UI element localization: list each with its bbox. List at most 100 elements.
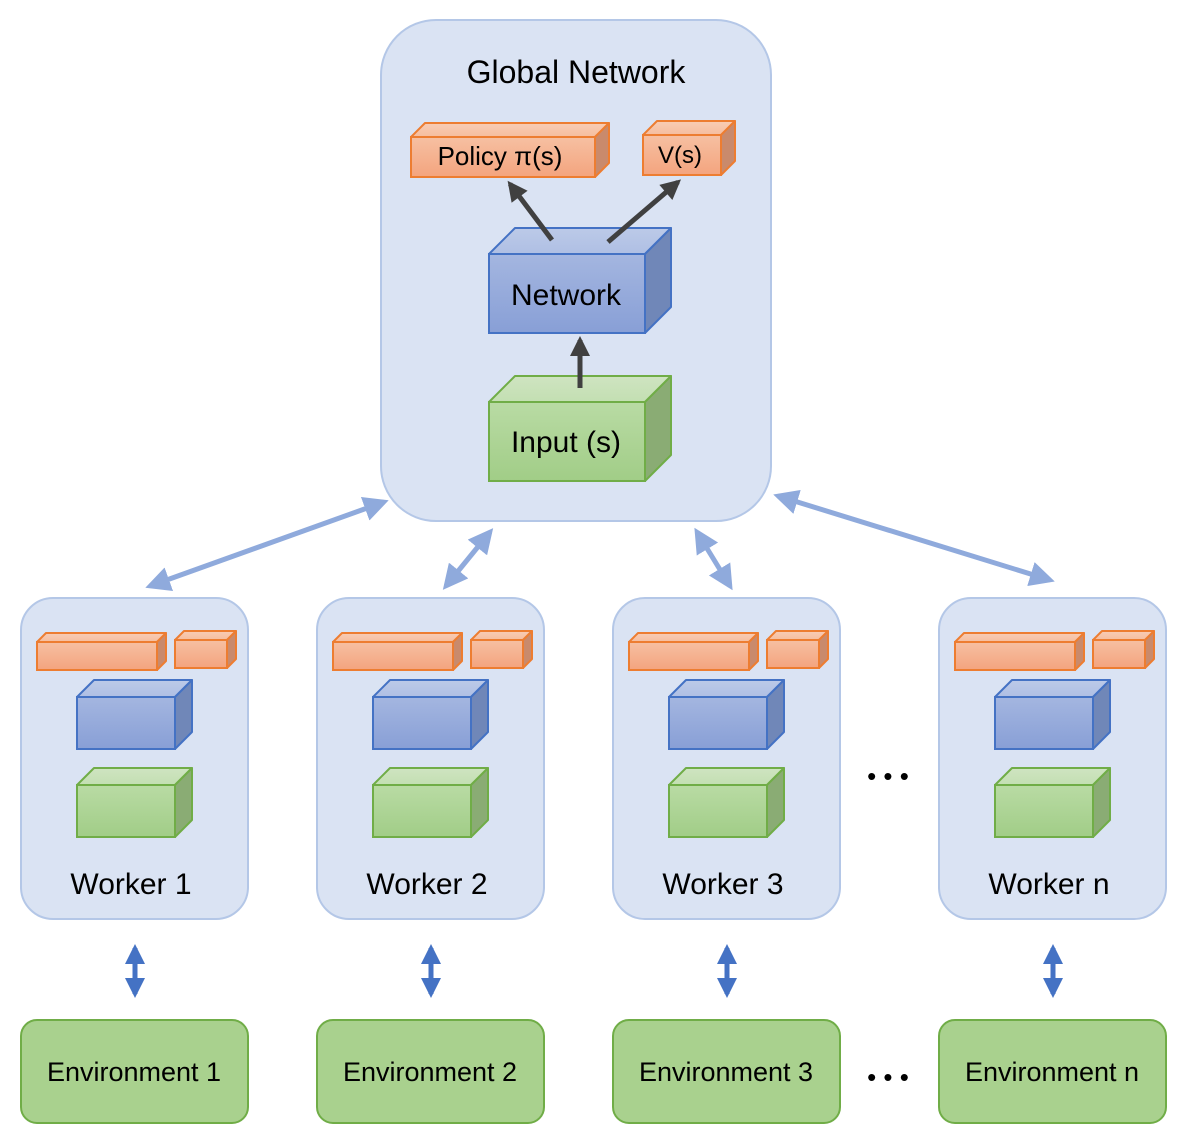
worker-input-block-top-face [668, 767, 785, 786]
worker-policy-block-top-face [954, 632, 1085, 643]
environment-box: Environment 2 [316, 1019, 545, 1124]
worker-input-block-top-face [372, 767, 489, 786]
sync-arrow-worker-n [773, 489, 1055, 587]
worker-value-block-top-face [1092, 630, 1155, 641]
environment-label: Environment n [965, 1057, 1139, 1087]
worker-policy-block [628, 632, 759, 671]
worker-input-block-front-face [372, 784, 472, 838]
environments-ellipsis: • • • [867, 1062, 909, 1092]
worker-policy-block [332, 632, 463, 671]
worker-input-block [76, 767, 193, 838]
value-label: V(s) [658, 142, 702, 169]
environment-box: Environment 3 [612, 1019, 841, 1124]
worker-panel: Worker 3 [612, 597, 841, 920]
worker-value-block [766, 630, 829, 669]
input-block [488, 375, 672, 482]
worker-panel: Worker 2 [316, 597, 545, 920]
worker-network-block-front-face [372, 696, 472, 750]
worker-value-block-front-face [1092, 639, 1146, 669]
value-block-top-face [642, 120, 736, 136]
environment-background [316, 1019, 545, 1124]
sync-arrow-worker-3 [694, 527, 733, 591]
sync-arrow-worker-2 [442, 528, 494, 590]
environment-label: Environment 3 [639, 1057, 813, 1087]
worker-background [612, 597, 841, 920]
worker-policy-block [954, 632, 1085, 671]
environment-label: Environment 2 [343, 1057, 517, 1087]
worker-value-block-front-face [766, 639, 820, 669]
worker-policy-block [36, 632, 167, 671]
worker-policy-block-front-face [36, 641, 158, 671]
worker-policy-block-front-face [954, 641, 1076, 671]
network-block-top-face [488, 227, 672, 255]
network-label: Network [511, 279, 622, 312]
environment-background [612, 1019, 841, 1124]
worker-background [316, 597, 545, 920]
value-block [642, 120, 736, 176]
worker-input-block [668, 767, 785, 838]
policy-block-top-face [410, 122, 610, 138]
worker-network-block-front-face [668, 696, 768, 750]
worker-value-block [174, 630, 237, 669]
worker-policy-block-top-face [628, 632, 759, 643]
worker-value-block-top-face [766, 630, 829, 641]
input-label: Input (s) [511, 426, 621, 459]
arrow-network-to-policy [507, 180, 554, 242]
worker-network-block [994, 679, 1111, 750]
worker-label: Worker 3 [662, 868, 783, 901]
worker-policy-block-front-face [332, 641, 454, 671]
worker-network-block [372, 679, 489, 750]
network-block [488, 227, 672, 334]
worker-input-block-front-face [668, 784, 768, 838]
worker-background [938, 597, 1167, 920]
worker-value-block [1092, 630, 1155, 669]
policy-block [410, 122, 610, 178]
policy-label: Policy π(s) [438, 141, 563, 171]
worker-input-block-top-face [76, 767, 193, 786]
worker-label: Worker 2 [366, 868, 487, 901]
worker-network-block-top-face [76, 679, 193, 698]
environment-background [20, 1019, 249, 1124]
arrow-network-to-value [606, 179, 682, 244]
environment-background [938, 1019, 1167, 1124]
worker-network-block [76, 679, 193, 750]
input-block-front-face [488, 401, 646, 482]
worker-panel: Worker n [938, 597, 1167, 920]
sync-arrow-worker-1 [145, 496, 389, 592]
sync-arrows [145, 489, 1055, 592]
workers: Worker 1 Environment 1 Worker 2 Environment… [20, 597, 1167, 1124]
worker-network-block-top-face [372, 679, 489, 698]
worker-value-block-top-face [174, 630, 237, 641]
worker-network-block-front-face [76, 696, 176, 750]
policy-block-front-face [410, 136, 596, 178]
environment-box: Environment 1 [20, 1019, 249, 1124]
worker-policy-block-top-face [36, 632, 167, 643]
worker-policy-block-front-face [628, 641, 750, 671]
worker-input-block-front-face [994, 784, 1094, 838]
worker-input-block-top-face [994, 767, 1111, 786]
worker-policy-block-top-face [332, 632, 463, 643]
global-network-blocks [410, 120, 736, 482]
global-network-title: Global Network [467, 54, 687, 90]
environment-label: Environment 1 [47, 1057, 221, 1087]
worker-panel: Worker 1 [20, 597, 249, 920]
worker-network-block-front-face [994, 696, 1094, 750]
worker-network-block-top-face [994, 679, 1111, 698]
worker-input-block-front-face [76, 784, 176, 838]
environment-box: Environment n [938, 1019, 1167, 1124]
worker-label: Worker n [988, 868, 1109, 901]
worker-value-block-front-face [470, 639, 524, 669]
worker-background [20, 597, 249, 920]
worker-label: Worker 1 [70, 868, 191, 901]
value-block-front-face [642, 134, 722, 176]
network-block-front-face [488, 253, 646, 334]
worker-network-block [668, 679, 785, 750]
worker-network-block-top-face [668, 679, 785, 698]
worker-input-block [994, 767, 1111, 838]
worker-value-block [470, 630, 533, 669]
worker-value-block-front-face [174, 639, 228, 669]
worker-value-block-top-face [470, 630, 533, 641]
workers-ellipsis: • • • [867, 761, 909, 791]
global-inner-arrows [507, 179, 682, 388]
